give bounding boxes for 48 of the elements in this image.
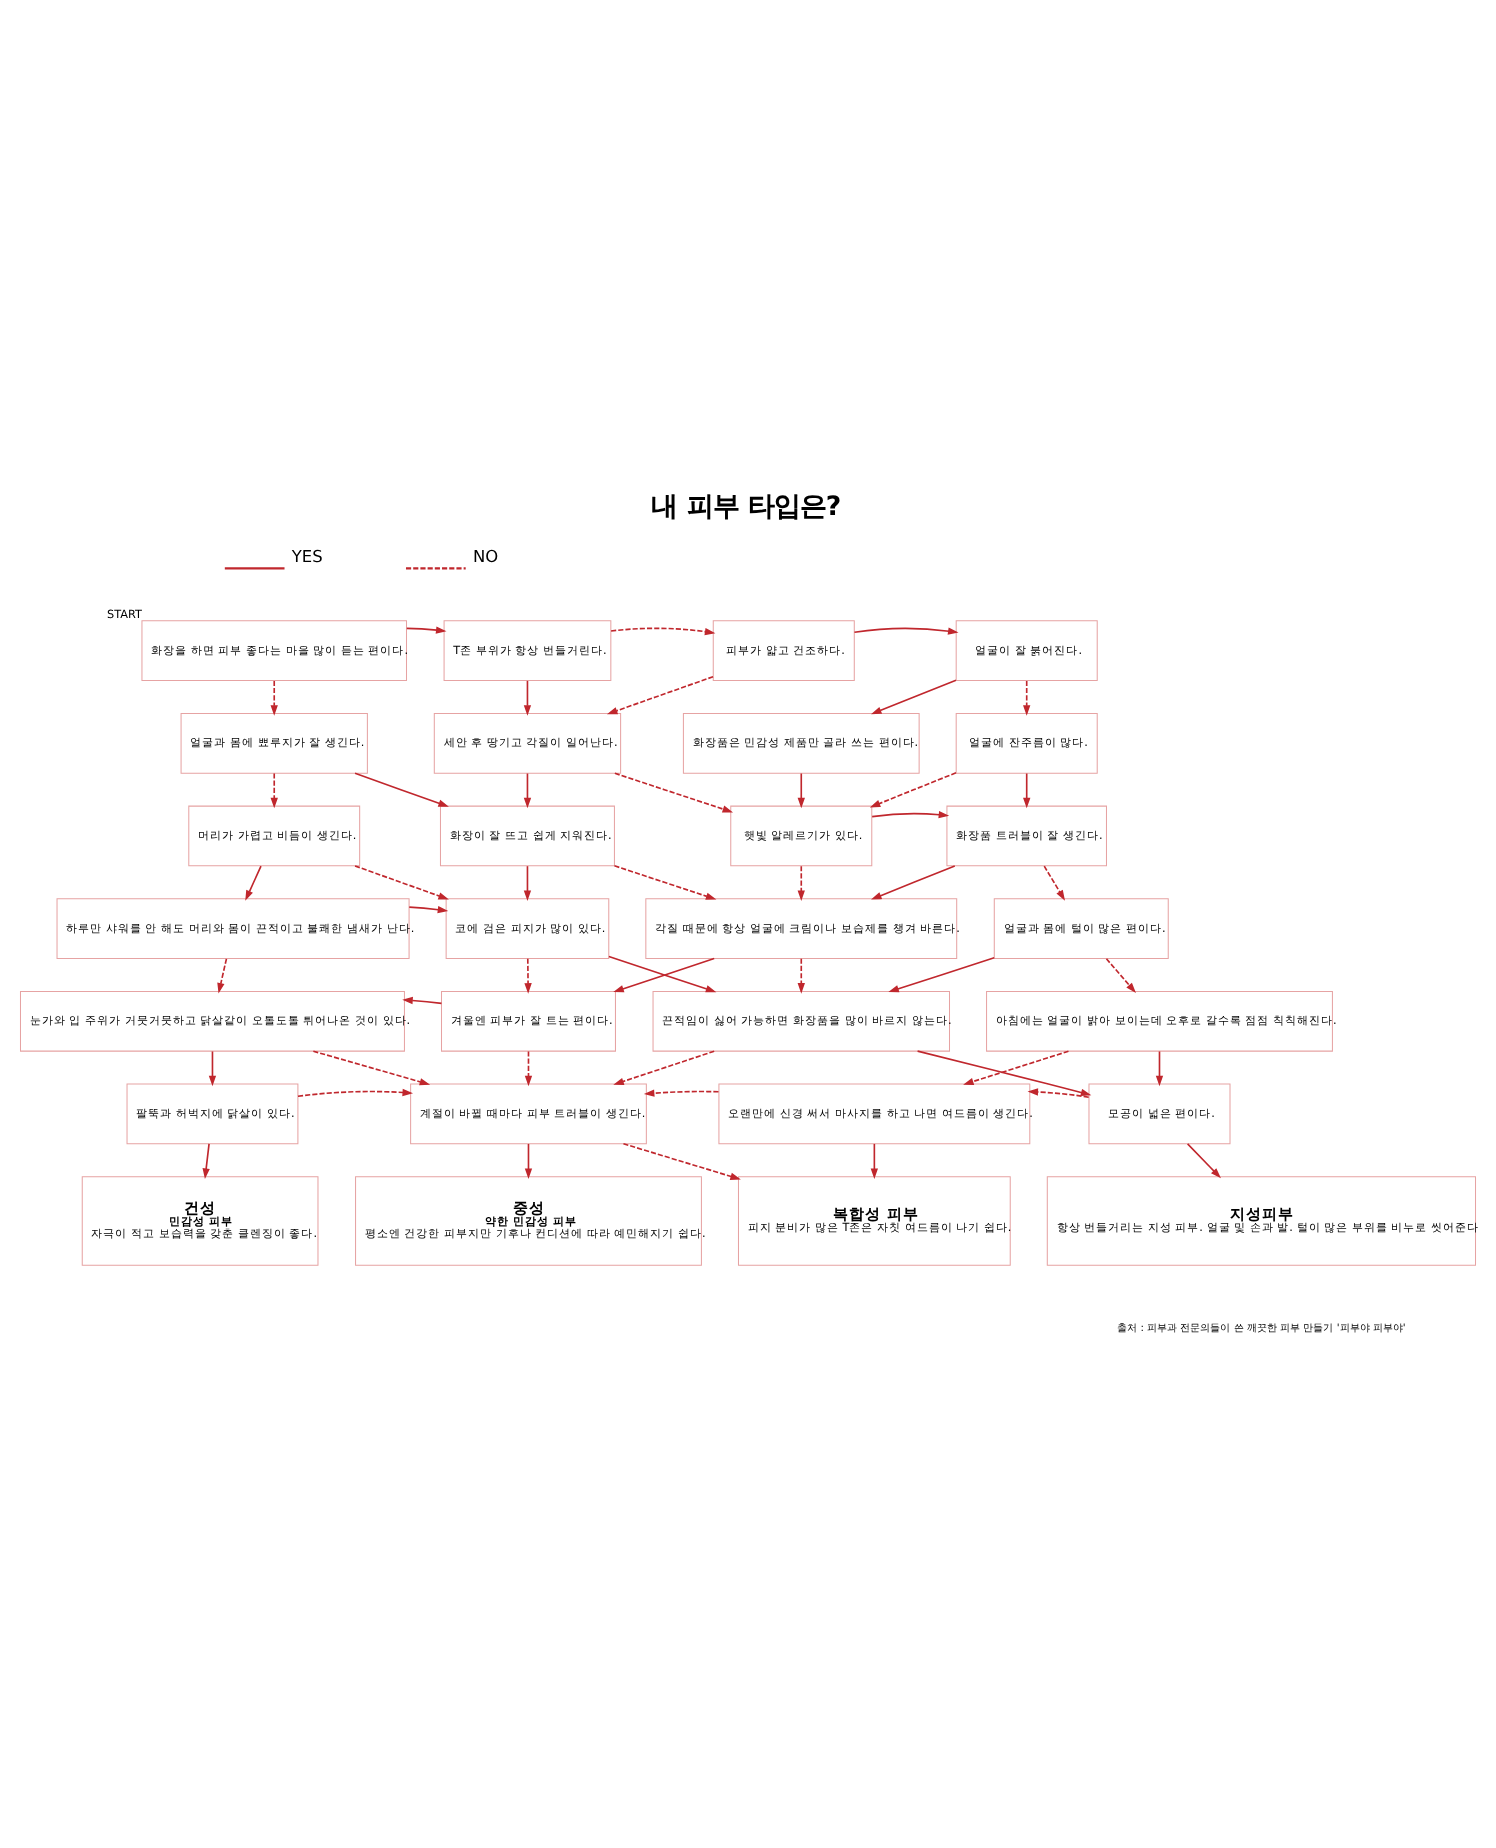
diagram-title: 내 피부 타입은?	[651, 492, 842, 523]
arrow	[297, 1088, 413, 1098]
arrow	[613, 864, 717, 900]
legend-label: NO	[472, 545, 499, 566]
arrow	[1023, 772, 1031, 809]
arrow	[963, 1050, 1070, 1085]
arrow	[797, 958, 805, 994]
arrow	[797, 865, 805, 901]
arrow	[1186, 1143, 1221, 1179]
arrow	[1027, 1088, 1090, 1099]
arrow	[354, 772, 449, 807]
arrow	[524, 1050, 533, 1087]
arrow	[643, 1089, 720, 1097]
arrow	[1043, 865, 1065, 901]
arrow	[523, 865, 532, 901]
arrow	[524, 1143, 533, 1179]
arrow	[202, 1143, 210, 1179]
arrow	[853, 627, 959, 635]
arrow	[869, 771, 957, 808]
arrow	[888, 957, 996, 993]
arrow	[614, 772, 734, 813]
arrow	[606, 675, 714, 715]
arrow	[270, 680, 278, 716]
arrow	[797, 772, 805, 809]
arrow	[916, 1050, 1092, 1097]
arrow	[523, 680, 532, 716]
arrow	[208, 1050, 217, 1087]
arrow	[217, 958, 228, 994]
arrow	[870, 679, 957, 715]
arrow	[871, 811, 950, 819]
arrow	[870, 1143, 879, 1179]
arrow	[408, 906, 449, 914]
arrow	[523, 772, 532, 809]
arrow	[354, 865, 449, 900]
arrow	[1023, 680, 1031, 716]
arrow	[312, 1050, 431, 1086]
arrow	[524, 958, 532, 994]
arrow	[610, 627, 716, 636]
arrow	[1155, 1050, 1164, 1087]
arrow	[622, 1142, 741, 1180]
legend-label: YES	[291, 545, 323, 566]
arrow	[613, 1050, 716, 1085]
arrow	[1105, 958, 1136, 994]
arrow	[245, 865, 262, 901]
arrow	[871, 865, 956, 900]
arrow	[270, 772, 278, 809]
arrow	[405, 626, 447, 634]
arrow	[402, 996, 443, 1005]
